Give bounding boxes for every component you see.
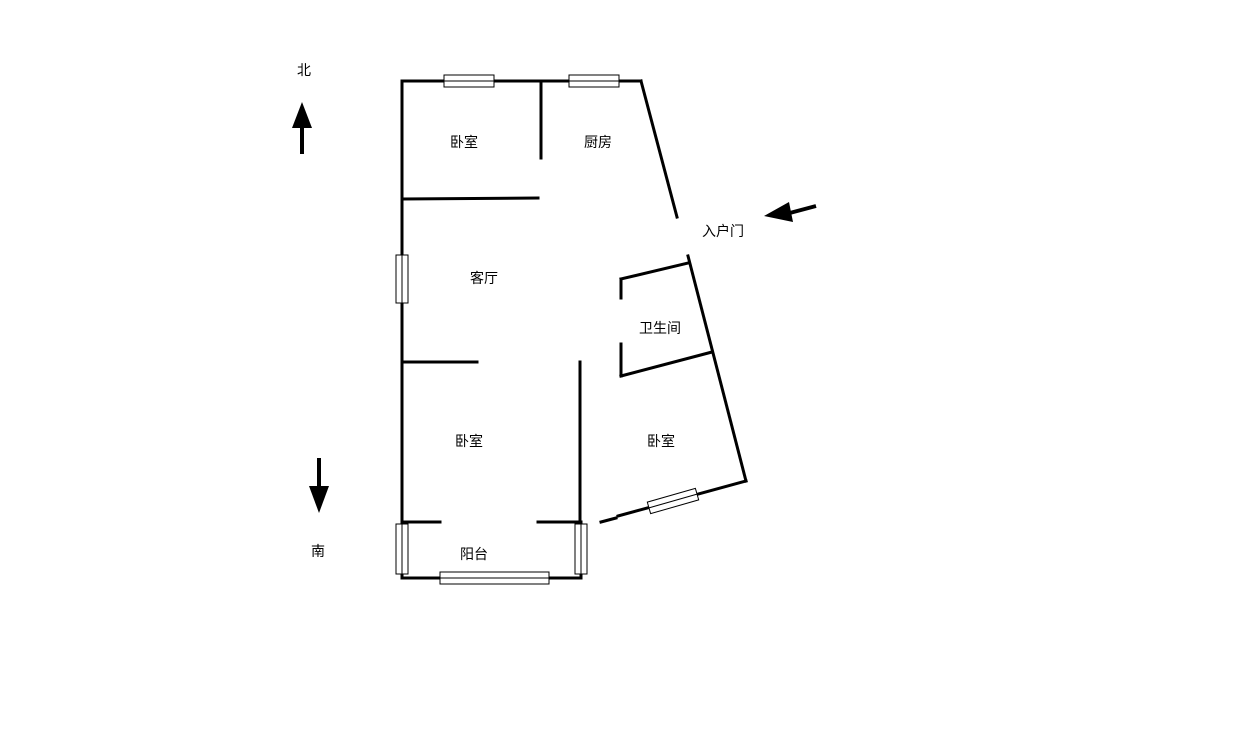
wall-bathroom-bottom [619, 350, 714, 378]
north-arrow-icon [292, 102, 312, 154]
wall-northeast-diagonal [639, 79, 679, 219]
compass: 北 南 [292, 63, 329, 560]
south-arrow-icon [309, 458, 329, 513]
wall-southeast-stub [599, 516, 618, 524]
wall-bedroom-living [400, 196, 540, 201]
room-label-southwest-bedroom: 卧室 [455, 433, 483, 450]
room-label-bathroom: 卫生间 [639, 321, 681, 337]
wall-bathroom-top [619, 261, 690, 281]
room-label-kitchen: 厨房 [584, 135, 612, 151]
room-label-balcony: 阳台 [460, 547, 488, 563]
entrance-label: 入户门 [702, 223, 744, 240]
room-label-southeast-bedroom: 卧室 [647, 433, 675, 450]
north-label: 北 [297, 63, 311, 79]
wall-east-diagonal [686, 254, 748, 483]
room-labels: 卧室 厨房 入户门 客厅 卫生间 卧室 卧室 阳台 [450, 134, 744, 563]
windows [395, 74, 700, 585]
room-label-north-bedroom: 卧室 [450, 134, 478, 151]
walls [400, 79, 748, 580]
room-label-living-room: 客厅 [470, 270, 498, 287]
entrance-arrow-icon [764, 202, 817, 222]
south-label: 南 [311, 544, 325, 560]
